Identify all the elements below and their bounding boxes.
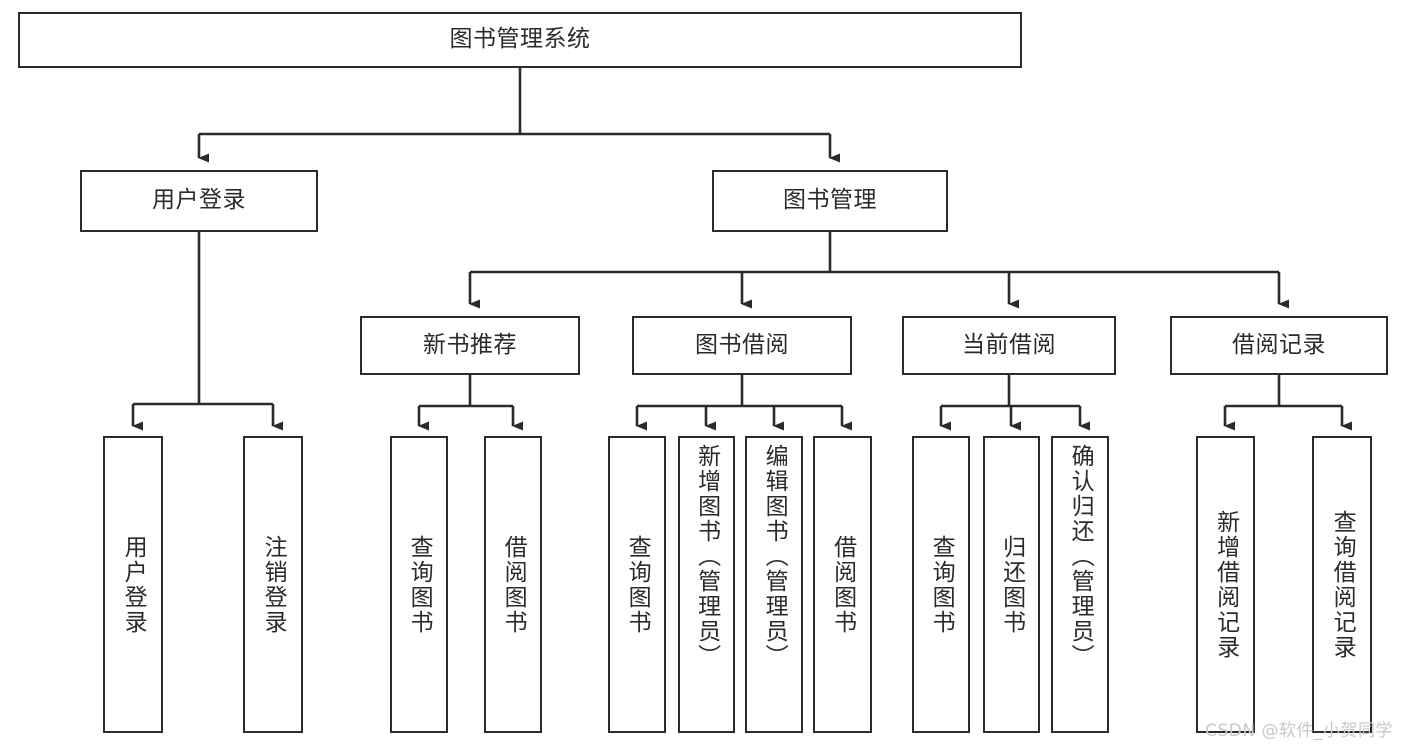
leaf-query-borrow-record[interactable]: 查询借阅记录 bbox=[1312, 436, 1372, 733]
leaf-add-borrow-record-label: 新增借阅记录 bbox=[1212, 509, 1239, 660]
leaf-edit-book-admin-label: 编辑图书（管理员） bbox=[761, 444, 788, 669]
leaf-add-book-admin-label: 新增图书（管理员） bbox=[693, 444, 720, 669]
leaf-query-borrow-record-label: 查询借阅记录 bbox=[1329, 509, 1356, 660]
leaf-user-login-label: 用户登录 bbox=[120, 534, 147, 635]
node-book-borrow-label: 图书借阅 bbox=[695, 331, 789, 358]
leaf-logout-login[interactable]: 注销登录 bbox=[243, 436, 303, 733]
leaf-query-book-newbook-label: 查询图书 bbox=[406, 534, 433, 635]
node-borrow-record[interactable]: 借阅记录 bbox=[1170, 316, 1388, 375]
node-root[interactable]: 图书管理系统 bbox=[18, 12, 1022, 68]
leaf-confirm-return-admin-label: 确认归还（管理员） bbox=[1067, 444, 1094, 669]
leaf-query-book-borrow[interactable]: 查询图书 bbox=[608, 436, 666, 733]
leaf-query-book-current[interactable]: 查询图书 bbox=[912, 436, 970, 733]
node-book-borrow[interactable]: 图书借阅 bbox=[632, 316, 852, 375]
node-current-borrow[interactable]: 当前借阅 bbox=[902, 316, 1116, 375]
leaf-return-book[interactable]: 归还图书 bbox=[983, 436, 1040, 733]
node-book-management-label: 图书管理 bbox=[783, 187, 877, 214]
leaf-logout-login-label: 注销登录 bbox=[260, 534, 287, 635]
node-user-login[interactable]: 用户登录 bbox=[80, 170, 318, 232]
node-current-borrow-label: 当前借阅 bbox=[962, 331, 1056, 358]
leaf-borrow-book-newbook[interactable]: 借阅图书 bbox=[484, 436, 542, 733]
node-user-login-label: 用户登录 bbox=[152, 187, 246, 214]
node-book-management[interactable]: 图书管理 bbox=[712, 170, 948, 232]
leaf-return-book-label: 归还图书 bbox=[998, 534, 1025, 635]
node-new-book-recommend-label: 新书推荐 bbox=[423, 331, 517, 358]
leaf-borrow-book-label: 借阅图书 bbox=[829, 534, 856, 635]
leaf-borrow-book[interactable]: 借阅图书 bbox=[813, 436, 872, 733]
leaf-query-book-borrow-label: 查询图书 bbox=[624, 534, 651, 635]
leaf-query-book-current-label: 查询图书 bbox=[928, 534, 955, 635]
leaf-edit-book-admin[interactable]: 编辑图书（管理员） bbox=[745, 436, 803, 733]
csdn-watermark: CSDN @软件_小贺同学 bbox=[1205, 721, 1393, 741]
leaf-query-book-newbook[interactable]: 查询图书 bbox=[390, 436, 448, 733]
leaf-borrow-book-newbook-label: 借阅图书 bbox=[500, 534, 527, 635]
node-new-book-recommend[interactable]: 新书推荐 bbox=[360, 316, 580, 375]
leaf-user-login[interactable]: 用户登录 bbox=[103, 436, 163, 733]
node-borrow-record-label: 借阅记录 bbox=[1232, 331, 1326, 358]
node-root-label: 图书管理系统 bbox=[449, 26, 591, 53]
leaf-add-book-admin[interactable]: 新增图书（管理员） bbox=[678, 436, 735, 733]
leaf-confirm-return-admin[interactable]: 确认归还（管理员） bbox=[1051, 436, 1109, 733]
leaf-add-borrow-record[interactable]: 新增借阅记录 bbox=[1196, 436, 1255, 733]
